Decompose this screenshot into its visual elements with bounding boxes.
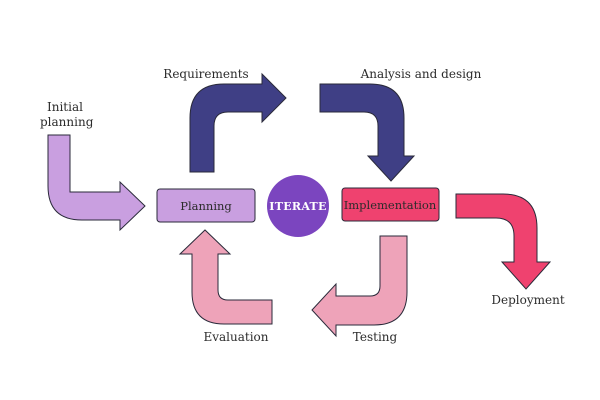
testing-label: Testing [353, 330, 398, 344]
requirements-label: Requirements [163, 67, 248, 81]
planning-label: Planning [180, 199, 232, 213]
analysis-design-label: Analysis and design [360, 67, 482, 81]
testing-arrow [311, 235, 408, 338]
deployment-arrow [455, 193, 552, 290]
implementation-box [341, 187, 440, 222]
planning-box [156, 188, 256, 223]
evaluation-label: Evaluation [203, 330, 268, 344]
requirements-arrow [189, 72, 287, 173]
evaluation-arrow [178, 229, 273, 325]
deployment-label: Deployment [491, 293, 564, 307]
initial-planning-arrow [47, 134, 146, 232]
iterate-circle [267, 175, 329, 237]
initial-planning-label-line2: planning [40, 115, 94, 129]
implementation-label: Implementation [344, 198, 437, 212]
iterate-label: ITERATE [269, 200, 326, 213]
analysis-design-arrow [319, 83, 416, 182]
initial-planning-label-line1: Initial [47, 100, 83, 114]
